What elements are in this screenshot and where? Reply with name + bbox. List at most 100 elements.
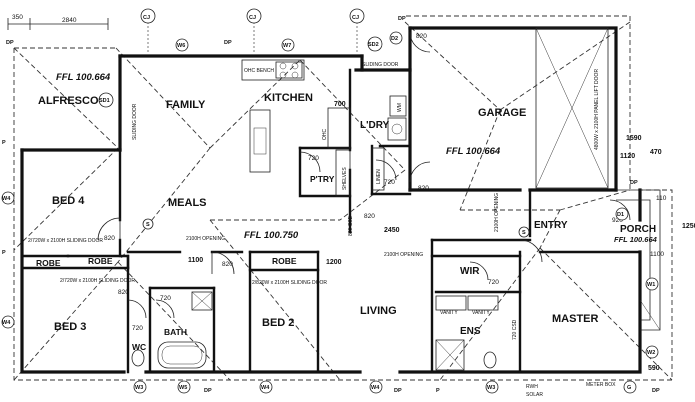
tag-w4-left-2: W4 [2,320,11,326]
grid-marker-cj-2: CJ [249,15,256,21]
dimension-wc-720: 720 [132,325,143,332]
marker-p-left-2: P [2,250,6,256]
tag-s-entry: S [522,230,526,236]
downpipe-markers: DP DP DP DP DP DP DP P P P [2,16,660,394]
external-walls [20,26,642,374]
note-csd-820: 820 CSD [348,215,354,236]
grid-marker-cj-1: CJ [143,15,150,21]
room-wc: WC [132,342,146,352]
room-laundry: L'DRY [360,120,390,131]
room-robe-bed2: ROBE [272,256,297,266]
tag-w4-bottom-2: W4 [371,385,380,391]
dimension-bath-720: 720 [160,295,171,302]
dimension-1200: 1200 [326,259,342,266]
note-meter-box: METER BOX [586,382,616,388]
room-master: MASTER [552,313,599,325]
kitchen-fixtures [241,59,407,197]
dimension-entry-920: 920 [612,217,623,224]
level-main: FFL 100.750 [244,230,299,241]
dimension-1590: 1590 [626,135,642,142]
internal-walls [20,68,642,374]
tag-w1: W1 [647,282,655,288]
garage-door [535,27,609,189]
note-bed2-sliding-door: 2/820W x 2100H SLIDING DOOR [252,280,327,286]
dimension-bed4-door-820: 820 [104,235,115,242]
level-alfresco: FFL 100.664 [56,72,111,83]
room-labels: ALFRESCO FAMILY KITCHEN L'DRY P'TRY GARA… [36,92,656,352]
note-garage-panel-lift-door: 4800W x 2100H PANEL LIFT DOOR [594,69,600,150]
tag-w3-bottom-2: W3 [487,385,495,391]
marker-dp-porch: DP [630,180,638,186]
dimension-ldry-door-820-b: 820 [418,185,429,192]
tag-w2: W2 [647,350,655,356]
tag-s-meals: S [146,222,150,228]
note-bed3-sliding-door: 2/720W x 2100H SLIDING DOOR [60,278,135,284]
room-bed2: BED 2 [262,317,294,329]
note-vanity-2: VANITY [472,310,490,316]
note-ens-csd: 720 CSD [512,319,518,340]
level-garage: FFL 100.664 [446,146,501,157]
tag-g: G [627,385,631,391]
room-wir: WIR [460,266,480,277]
marker-dp-top-right: DP [398,16,406,22]
dimension-hall-door-820: 820 [222,261,233,268]
note-ldry-sliding-door: SLIDING DOOR [362,62,399,68]
tag-sd1: SD1 [99,98,110,104]
eaves-outline [13,15,673,381]
room-bath: BATH [164,327,187,337]
room-bed3: BED 3 [54,321,86,333]
porch-outline [616,189,661,331]
room-entry: ENTRY [534,220,568,231]
dimension-590: 590 [648,365,660,372]
tag-sd2: SD2 [368,42,379,48]
grid-marker-cj-3: CJ [352,15,359,21]
tag-w4-left-1: W4 [2,196,11,202]
room-alfresco: ALFRESCO [38,95,99,107]
note-vanity-1: VANITY [440,310,458,316]
dimension-2450: 2450 [384,227,400,234]
room-robe-bed4: ROBE [36,258,61,268]
dimension-kitchen-700: 700 [334,101,346,108]
level-porch: FFL 100.664 [614,235,658,244]
dimension-pantry-720: 720 [308,155,319,162]
tag-w6: W6 [177,43,185,49]
marker-dp-bottom-2: DP [394,388,402,394]
note-solar: SOLAR [526,392,543,398]
dimension-porch-1100: 1100 [650,251,664,258]
dimensions: 700 720 1590 1120 470 820 820 820 820 82… [104,33,695,372]
marker-p-bottom: P [436,388,440,394]
room-porch: PORCH [620,224,656,235]
note-bed4-sliding-door: 2/720W x 2100H SLIDING DOOR [28,238,103,244]
tag-d1: D1 [617,212,624,218]
note-ohc: OHC [322,129,328,141]
marker-dp-top-mid: DP [224,40,232,46]
room-robe-bed3: ROBE [88,256,113,266]
floor-levels: FFL 100.664 FFL 100.664 FFL 100.750 FFL … [56,72,658,244]
note-rwh: RWH [526,384,538,390]
tag-w7: W7 [283,43,291,49]
room-family: FAMILY [166,99,206,111]
dimension-wc-820: 820 [118,289,129,296]
note-shelves: SHELVES [342,167,348,190]
dimension-garage-door-820: 820 [416,33,427,40]
grid-markers: CJ CJ CJ [140,8,365,54]
note-living-opening: 2100H OPENING [384,252,423,258]
room-garage: GARAGE [478,107,526,119]
room-pantry: P'TRY [310,174,335,184]
room-meals: MEALS [168,197,207,209]
tag-w4-bottom-1: W4 [261,385,270,391]
tag-w3-bottom-1: W3 [135,385,143,391]
room-kitchen: KITCHEN [264,92,313,104]
dimension-ldry-door-820: 820 [364,213,375,220]
dimension-1100: 1100 [188,257,203,264]
door-swings [97,31,631,319]
note-entry-opening: 2100H OPENING [494,193,500,232]
dimension-ldry-720: 720 [384,179,395,186]
annotations: SLIDING DOOR SLIDING DOOR 2/720W x 2100H… [28,62,616,398]
marker-dp-bottom-1: DP [204,388,212,394]
note-meals-opening: 2100H OPENING [186,236,225,242]
dimension-porch-110: 110 [656,195,667,202]
room-ens: ENS [460,326,481,337]
note-linen: LINEN [376,169,382,184]
